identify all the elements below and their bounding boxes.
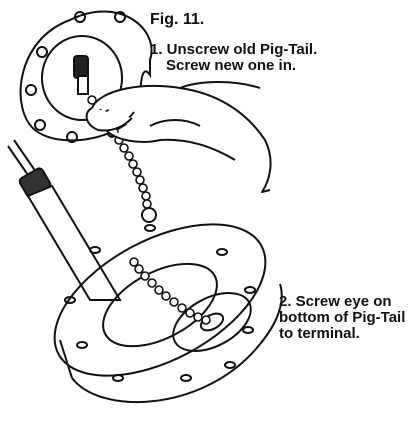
step-1-line-1: 1. Unscrew old Pig-Tail. <box>150 41 317 58</box>
step-1-line-2: Screw new one in. <box>150 58 317 74</box>
bolt-hole <box>225 362 235 368</box>
bolt-hole <box>145 225 155 231</box>
bolt-hole <box>77 342 87 348</box>
bolt-hole <box>37 47 47 57</box>
thumb <box>87 108 132 131</box>
bolt-hole <box>26 85 36 95</box>
step-2-line-3: to terminal. <box>279 326 405 342</box>
hand-outline <box>90 82 270 192</box>
bolt-hole <box>245 287 255 293</box>
lower-flange-inner-ring <box>90 247 230 363</box>
figure-title: Fig. 11. <box>150 12 204 28</box>
step-1-caption: 1. Unscrew old Pig-Tail. Screw new one i… <box>150 42 317 74</box>
bolt-hole <box>181 375 191 381</box>
hand <box>87 82 271 192</box>
step-2-line-1: 2. Screw eye on <box>279 294 405 310</box>
lower-pig-tail <box>130 258 210 324</box>
nozzle-cone <box>28 186 120 300</box>
bolt-hole <box>90 247 100 253</box>
terminal-stud <box>78 76 88 94</box>
bolt-hole <box>35 120 45 130</box>
pig-tail-eye <box>142 208 156 222</box>
bolt-hole <box>113 375 123 381</box>
terminal-nut <box>74 56 88 78</box>
bolt-hole <box>243 327 253 333</box>
step-2-line-2: bottom of Pig-Tail <box>279 310 405 326</box>
nozzle <box>8 140 120 300</box>
bolt-hole <box>217 249 227 255</box>
step-2-caption: 2. Screw eye on bottom of Pig-Tail to te… <box>279 294 405 342</box>
bolt-hole <box>65 297 75 303</box>
